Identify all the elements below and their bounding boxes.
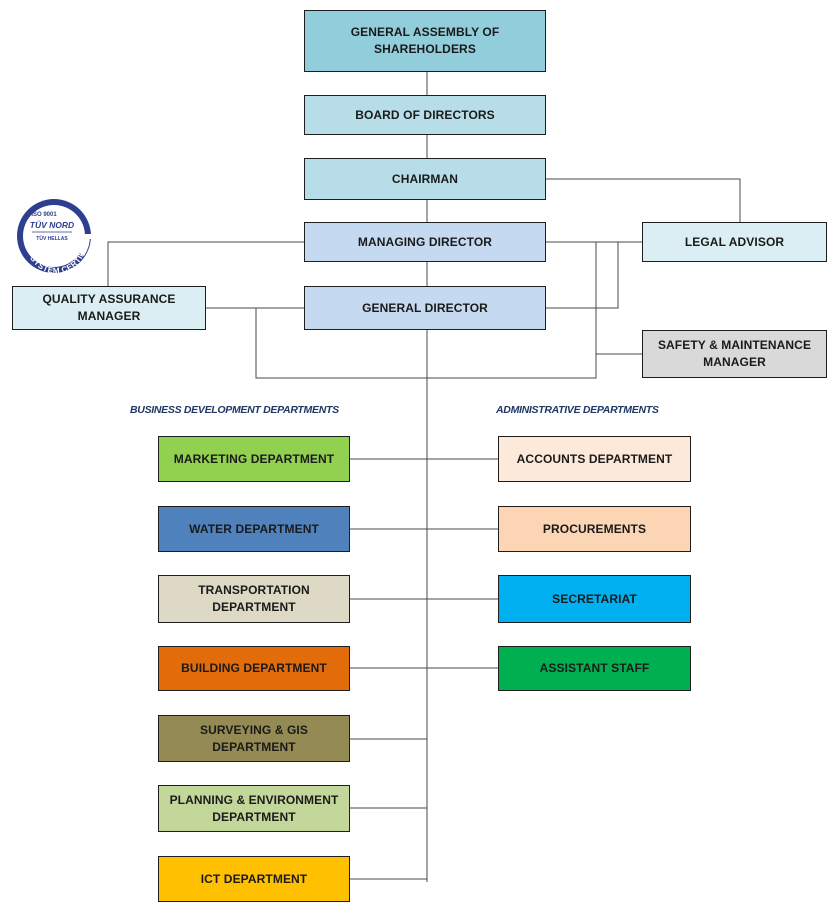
general-assembly-box: GENERAL ASSEMBLY OF SHAREHOLDERS <box>304 10 546 72</box>
legal-advisor-box: LEGAL ADVISOR <box>642 222 827 262</box>
planning-environment-department-box: PLANNING & ENVIRONMENT DEPARTMENT <box>158 785 350 832</box>
accounts-department-box: ACCOUNTS DEPARTMENT <box>498 436 691 482</box>
secretariat-box: SECRETARIAT <box>498 575 691 623</box>
board-of-directors-box: BOARD OF DIRECTORS <box>304 95 546 135</box>
safety-maintenance-box: SAFETY & MAINTENANCE MANAGER <box>642 330 827 378</box>
surveying-gis-department-box: SURVEYING & GIS DEPARTMENT <box>158 715 350 762</box>
chairman-box: CHAIRMAN <box>304 158 546 200</box>
procurements-box: PROCUREMENTS <box>498 506 691 552</box>
general-director-box: GENERAL DIRECTOR <box>304 286 546 330</box>
badge-sub-text: TÜV HELLAS <box>36 235 68 242</box>
badge-iso-text: ISO 9001 <box>31 212 57 218</box>
building-department-box: BUILDING DEPARTMENT <box>158 646 350 691</box>
managing-director-box: MANAGING DIRECTOR <box>304 222 546 262</box>
tuv-certification-badge-icon: ISO 9001 TÜV NORD TÜV HELLAS SYSTEM CERT… <box>8 196 94 275</box>
administrative-departments-heading: ADMINISTRATIVE DEPARTMENTS <box>496 404 659 416</box>
assistant-staff-box: ASSISTANT STAFF <box>498 646 691 691</box>
marketing-department-box: MARKETING DEPARTMENT <box>158 436 350 482</box>
business-departments-heading: BUSINESS DEVELOPMENT DEPARTMENTS <box>130 404 339 416</box>
badge-brand-text: TÜV NORD <box>30 220 74 230</box>
transportation-department-box: TRANSPORTATION DEPARTMENT <box>158 575 350 623</box>
quality-assurance-box: QUALITY ASSURANCE MANAGER <box>12 286 206 330</box>
ict-department-box: ICT DEPARTMENT <box>158 856 350 902</box>
water-department-box: WATER DEPARTMENT <box>158 506 350 552</box>
